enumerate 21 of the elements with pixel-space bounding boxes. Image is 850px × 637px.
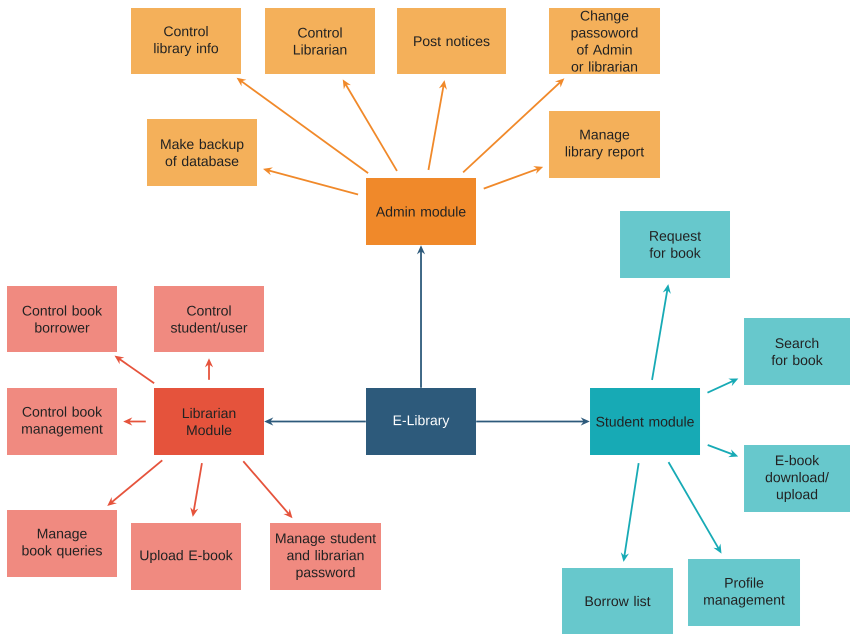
task-box: Make backup of database: [147, 119, 257, 186]
task-box: Change passoword of Admin or librarian: [549, 8, 660, 74]
task-box: Upload E-book: [131, 523, 241, 590]
task-box: Profile management: [688, 559, 800, 626]
task-box: Request for book: [620, 211, 730, 278]
task-box: Control book management: [7, 388, 117, 455]
task-box: Search for book: [744, 318, 850, 385]
task-box: Manage library report: [549, 111, 660, 178]
module-box: Librarian Module: [154, 388, 264, 455]
task-box: E-book download/ upload: [744, 445, 850, 512]
module-box: Student module: [590, 388, 700, 455]
task-box: Control student/user: [154, 286, 264, 352]
task-box: Post notices: [397, 8, 506, 74]
task-box: Control Librarian: [265, 8, 375, 74]
task-box: Control library info: [131, 8, 241, 74]
task-box: Borrow list: [562, 568, 674, 634]
task-box: Control book borrower: [7, 286, 117, 352]
module-box: Admin module: [366, 178, 476, 245]
task-box: Manage student and librarian password: [270, 523, 381, 590]
core-box: E-Library: [366, 388, 476, 455]
task-box: Manage book queries: [7, 510, 117, 577]
